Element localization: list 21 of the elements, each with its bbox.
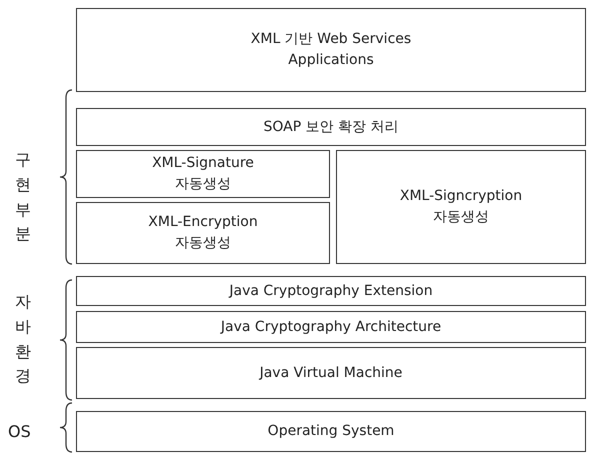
layer-box [76,347,586,399]
layer-box [76,150,330,198]
layer-box [76,202,330,264]
layer-box [76,311,586,343]
layer-box [76,8,586,92]
layer-label: XML-Signature 자동생성 [151,154,255,194]
layer-label: Java Cryptography Extension [229,282,433,300]
layer-label: XML-Encryption 자동생성 [147,213,259,253]
layer-box [336,150,586,264]
layer-label: Java Cryptography Architecture [220,318,442,336]
layer-label: XML-Signcryption 자동생성 [398,187,524,227]
side-label: 구현부분 [14,149,32,246]
side-label: OS [8,421,31,443]
side-label: 자바환경 [14,291,32,388]
layer-box [76,411,586,452]
layer-box [76,276,586,306]
layer-box [76,108,586,146]
layer-label: XML 기반 Web Services Applications [250,30,412,70]
layer-label: Java Virtual Machine [260,364,402,382]
layer-label: Operating System [268,422,394,441]
layer-label: SOAP 보안 확장 처리 [263,118,399,136]
